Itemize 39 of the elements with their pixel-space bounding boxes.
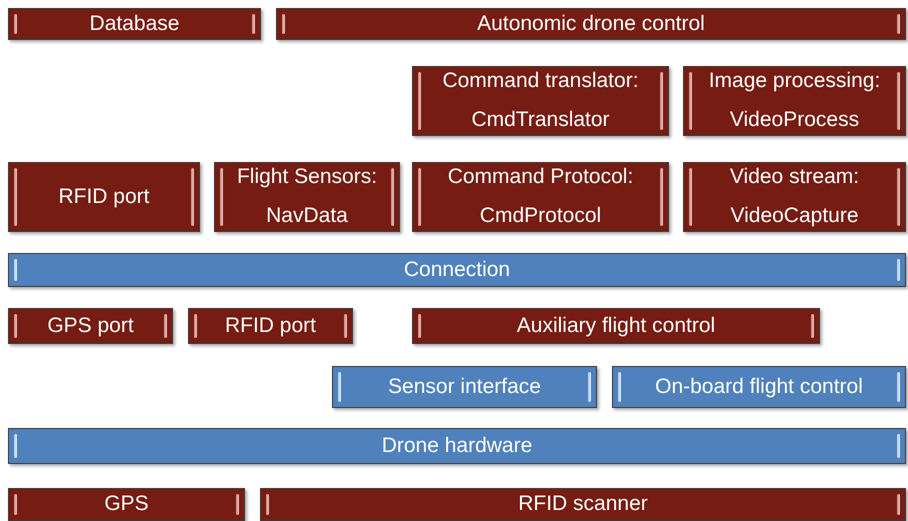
- component-label: Autonomic drone control: [477, 10, 705, 37]
- component-box: [8, 162, 200, 232]
- component-box: [8, 488, 245, 521]
- component-label: Sensor interface: [388, 374, 541, 400]
- layer-box: [332, 366, 597, 408]
- component-box: [683, 162, 906, 232]
- layer-box: [612, 366, 906, 408]
- component-label: Image processing:: [708, 68, 880, 94]
- component-label: Auxiliary flight control: [516, 312, 716, 339]
- module-name: CmdTranslator: [471, 107, 610, 133]
- component-label: Video stream:: [730, 164, 860, 190]
- component-box: [8, 8, 261, 40]
- component-label: RFID scanner: [518, 491, 648, 518]
- layer-box: [8, 253, 906, 287]
- component-box: [683, 66, 906, 136]
- module-name: NavData: [266, 203, 348, 229]
- component-box: [260, 488, 906, 521]
- module-name: VideoCapture: [730, 203, 859, 229]
- component-box: [412, 162, 669, 232]
- component-label: Command translator:: [442, 68, 639, 94]
- component-label: Connection: [404, 256, 510, 283]
- module-name: VideoProcess: [730, 107, 860, 133]
- component-box: [412, 66, 669, 136]
- component-label: Database: [90, 10, 180, 37]
- component-box: [412, 308, 820, 344]
- layer-box: [8, 428, 906, 464]
- component-label: Flight Sensors:: [236, 164, 378, 190]
- component-label: Command Protocol:: [448, 164, 634, 190]
- component-label: Drone hardware: [382, 432, 532, 459]
- component-box: [8, 308, 173, 344]
- component-label: RFID port: [224, 312, 316, 339]
- component-box: [276, 8, 906, 40]
- component-label: RFID port: [58, 184, 150, 210]
- component-box: [214, 162, 400, 232]
- component-box: [188, 308, 353, 344]
- component-label: GPS port: [47, 312, 134, 339]
- component-label: GPS: [104, 491, 149, 518]
- module-name: CmdProtocol: [480, 203, 602, 229]
- component-label: On-board flight control: [655, 374, 863, 400]
